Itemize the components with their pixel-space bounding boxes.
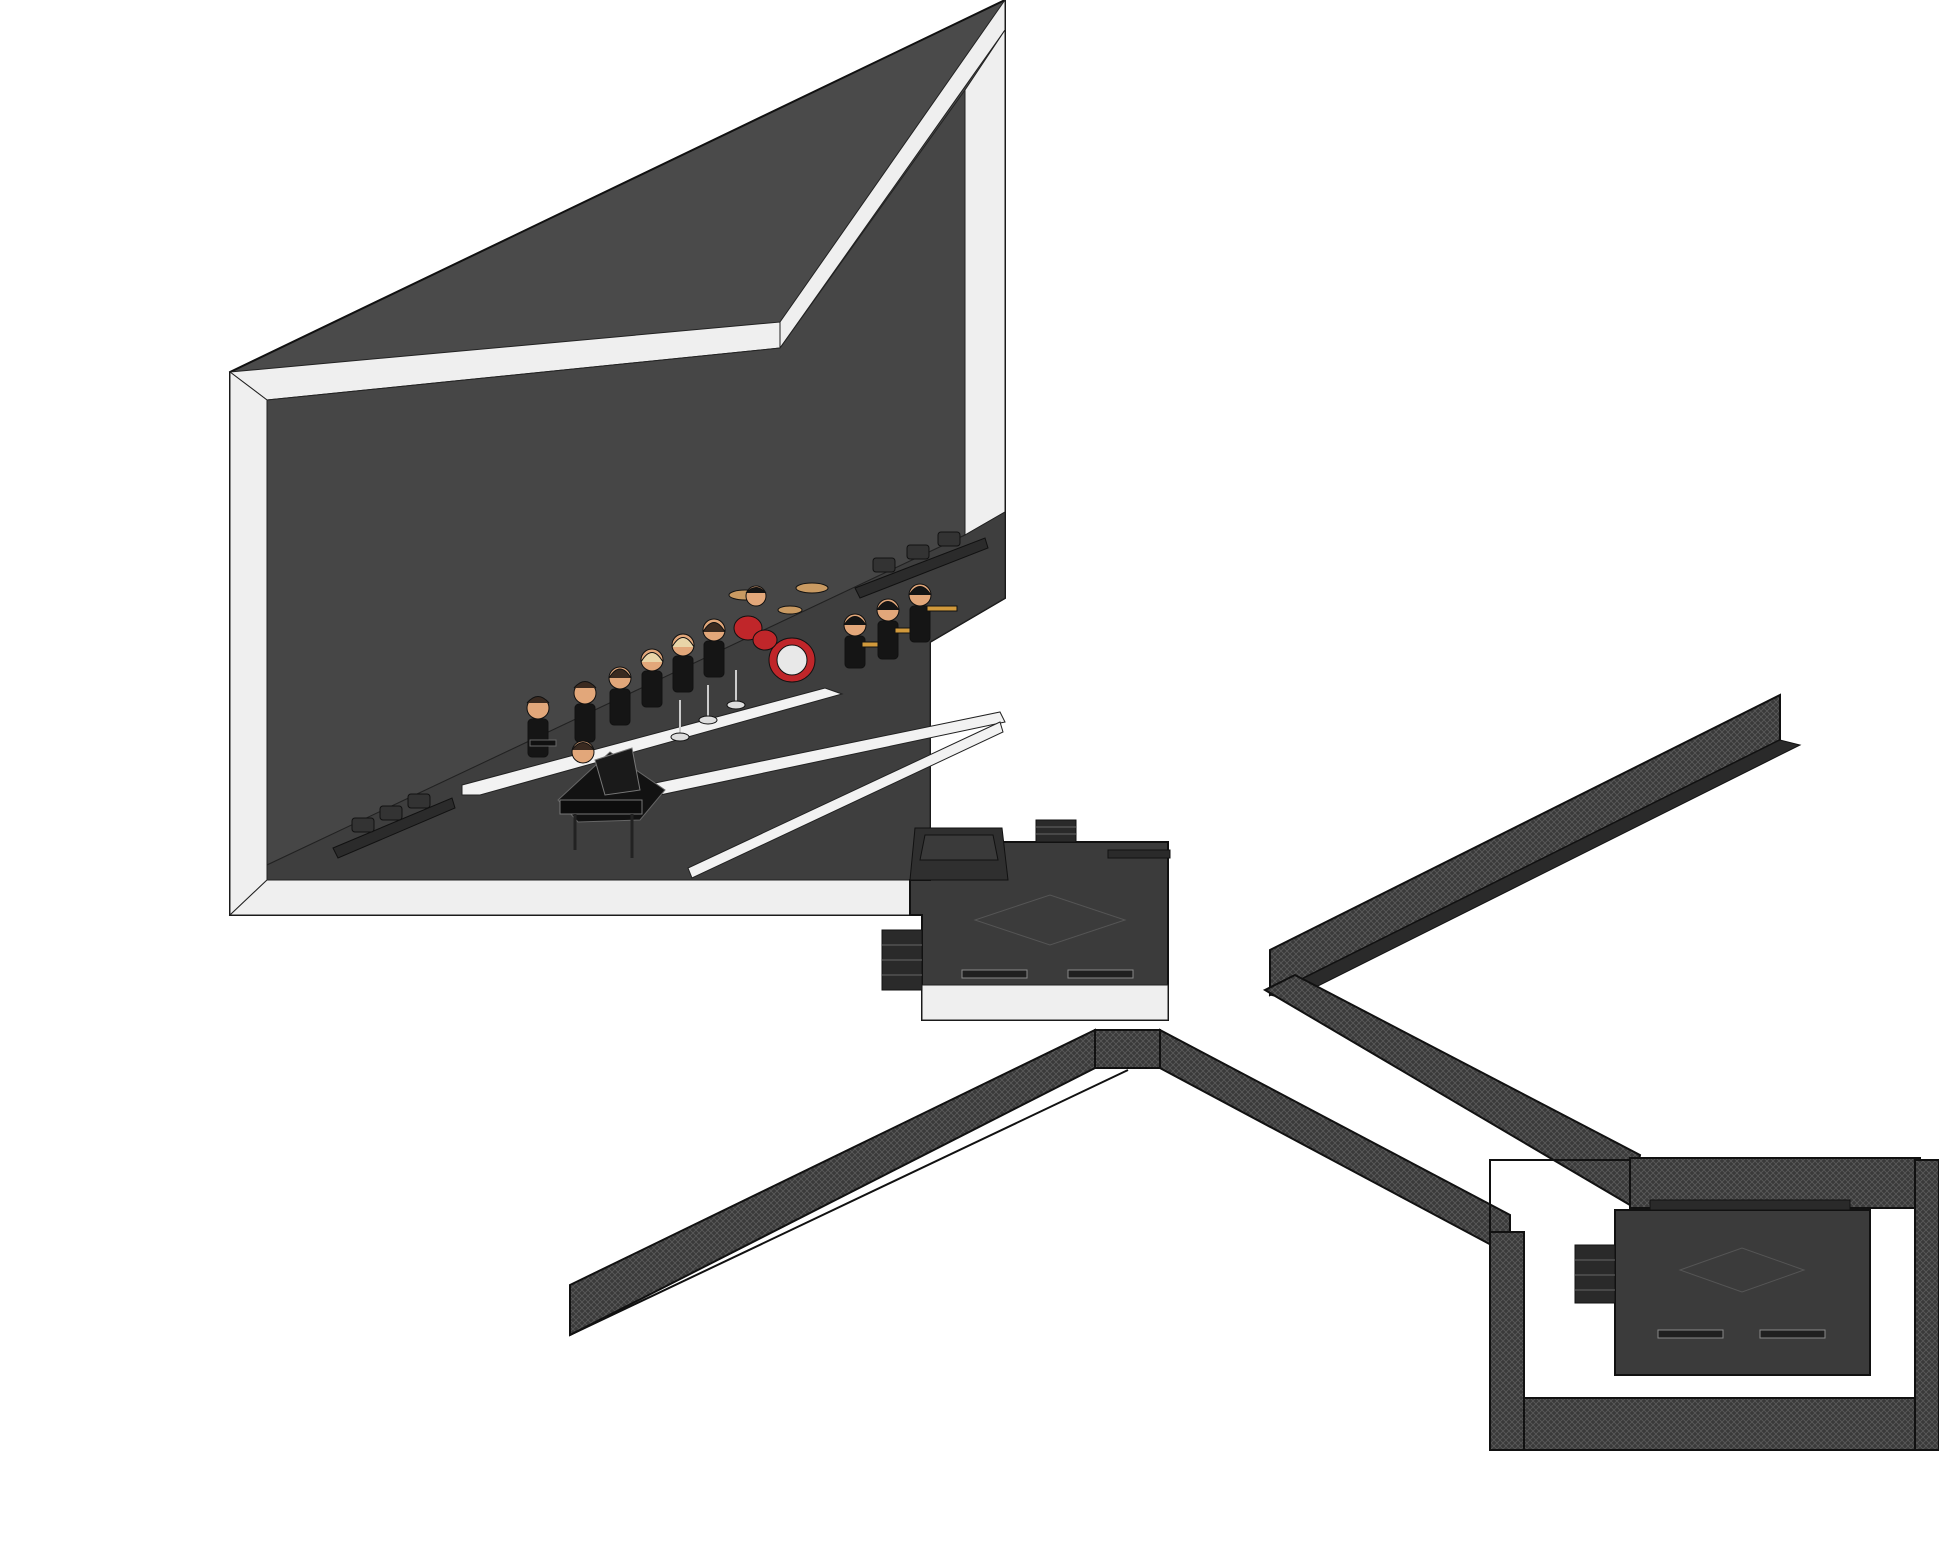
right-enclosure[interactable]: [1489, 1157, 1939, 1451]
microphone-stand-icon: [670, 700, 690, 742]
stage-floor[interactable]: [266, 511, 1006, 881]
bench-icon[interactable]: [1759, 1329, 1826, 1339]
avatar[interactable]: [908, 583, 958, 643]
floor-diamond: [973, 894, 1127, 946]
wall-trim-bottom: [228, 879, 911, 916]
avatar[interactable]: [702, 618, 726, 678]
guitar-icon: [529, 739, 557, 747]
avatar[interactable]: [573, 681, 597, 743]
avatar[interactable]: [876, 598, 922, 660]
spotlight-icon: [351, 793, 431, 833]
lobby-platform[interactable]: [881, 819, 1171, 1021]
band-members: [526, 583, 958, 758]
avatar[interactable]: [608, 666, 632, 726]
fence-railing-icon[interactable]: [569, 1028, 1511, 1337]
spotlight-icon: [872, 531, 961, 573]
microphone-stands[interactable]: [670, 670, 746, 742]
floor-stripe-3: [687, 721, 1004, 879]
wall-trim-left: [229, 370, 268, 917]
spotlight-group-left[interactable]: [332, 793, 456, 859]
inner-wall: [266, 88, 966, 866]
floor-stripe-1: [461, 687, 844, 796]
bench-icon[interactable]: [1657, 1329, 1724, 1339]
wall-trim-right: [964, 28, 1006, 536]
grand-piano-icon[interactable]: [557, 740, 666, 858]
spotlight-group-right[interactable]: [854, 531, 989, 599]
platform-icon[interactable]: [1614, 1209, 1871, 1376]
microphone-stand-icon: [726, 670, 746, 710]
bench-icon[interactable]: [1067, 969, 1134, 979]
avatar[interactable]: [526, 696, 557, 758]
avatar[interactable]: [671, 633, 695, 693]
stairs-icon[interactable]: [881, 929, 923, 991]
stairs-icon[interactable]: [1574, 1244, 1616, 1304]
stage-room-icon: [228, 0, 1006, 917]
stairs-icon[interactable]: [1035, 819, 1077, 843]
bench-icon[interactable]: [961, 969, 1028, 979]
avatar[interactable]: [843, 613, 889, 669]
floor-diamond: [1678, 1247, 1806, 1293]
trumpet-icon: [926, 605, 958, 612]
fence-railing-icon[interactable]: [1262, 693, 1802, 1207]
microphone-stand-icon: [698, 685, 718, 725]
avatar-drummer[interactable]: [745, 585, 767, 607]
avatar[interactable]: [640, 648, 664, 708]
